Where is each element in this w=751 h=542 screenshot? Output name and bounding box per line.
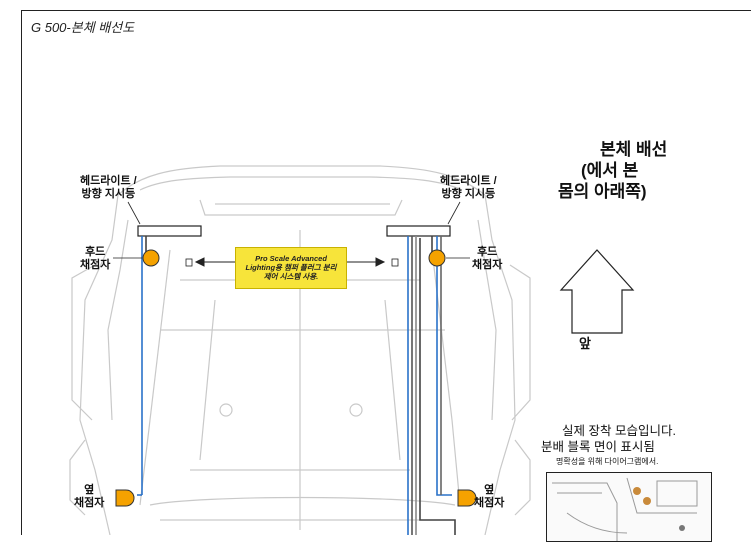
document-title: G 500-본체 배선도 <box>31 20 135 35</box>
photo-caption-2: 분배 블록 면이 표시됨 <box>541 440 655 454</box>
diagram-frame <box>21 10 751 535</box>
hood-catch-left <box>142 249 160 267</box>
body-outline <box>69 165 531 535</box>
plug-connector-right <box>391 258 399 267</box>
front-direction-arrow <box>559 249 635 334</box>
side-catch-left <box>115 489 135 507</box>
headlight-label-left: 헤드라이트 /방향 지시등 <box>80 175 137 200</box>
hood-catch-right <box>428 249 446 267</box>
headlight-bar-right <box>386 225 451 237</box>
leader-lines <box>113 201 470 259</box>
heading-line-1: 본체 배선 <box>600 140 668 159</box>
photo-caption-1: 실제 장착 모습입니다. <box>562 424 676 438</box>
headlight-label-right: 헤드라이트 /방향 지시등 <box>440 175 497 200</box>
headlight-bar-left <box>137 225 202 237</box>
front-label: 앞 <box>579 336 591 351</box>
installation-photo <box>546 472 712 542</box>
heading-line-2: (에서 본 <box>581 161 639 180</box>
photo-clarity-note: 명확성을 위해 다이어그램에서. <box>556 457 659 466</box>
side-catch-right <box>457 489 477 507</box>
heading-line-3: 몸의 아래쪽) <box>558 182 647 201</box>
plug-connector-left <box>185 258 193 267</box>
photo-drawing <box>552 477 698 541</box>
wiring-harness <box>137 236 456 535</box>
